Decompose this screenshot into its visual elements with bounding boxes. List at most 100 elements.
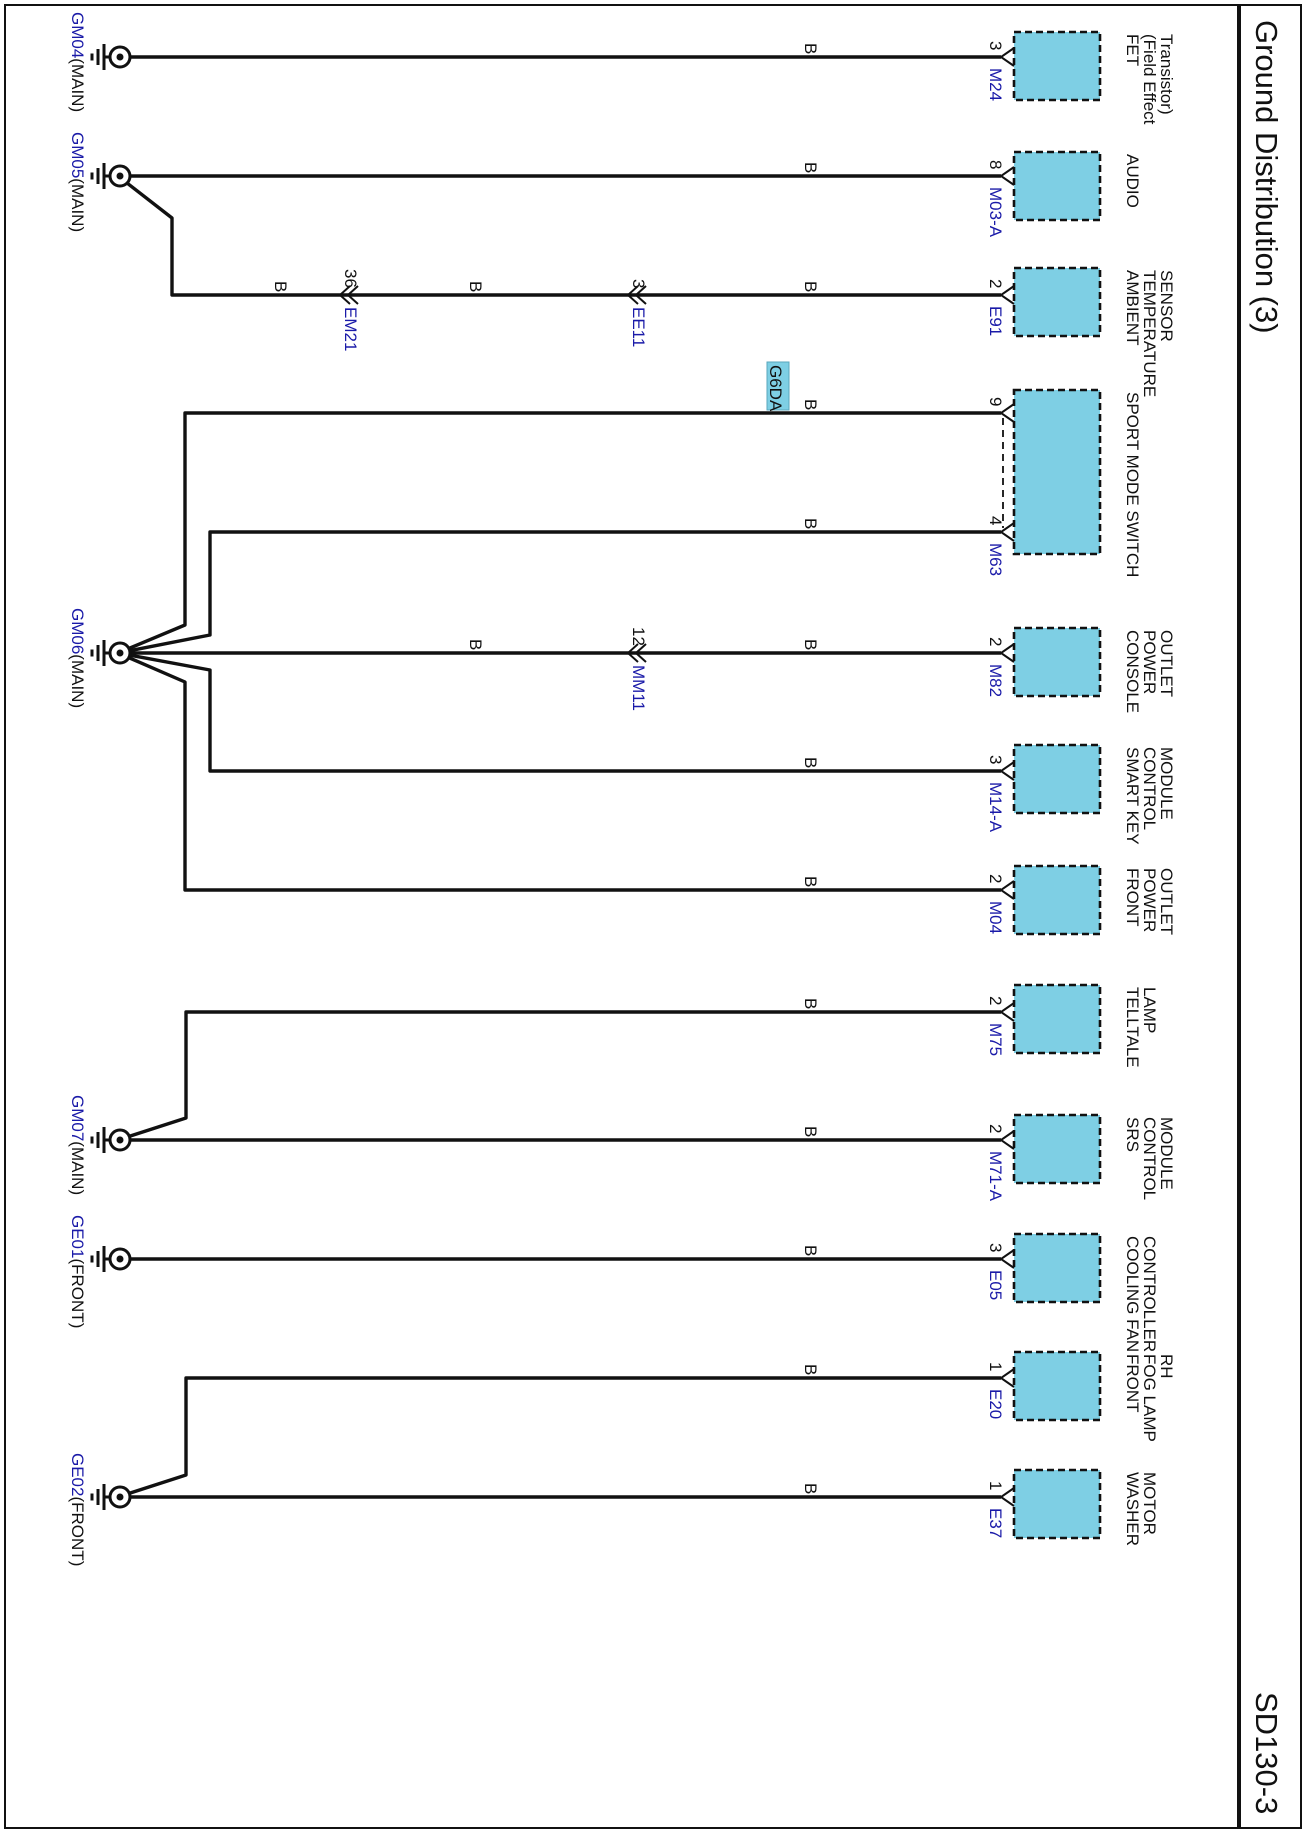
connector-mark-washer <box>999 1487 1015 1507</box>
connector-id-srs: M71-A <box>986 1151 1005 1202</box>
pin-number-sport: 9 <box>986 397 1005 406</box>
wire-color-label: B <box>801 162 820 173</box>
pin-number-smartkey: 3 <box>986 755 1005 764</box>
component-name-console: OUTLET <box>1157 630 1176 697</box>
wire-telltale <box>117 1010 1001 1142</box>
components-layer <box>338 30 1102 1540</box>
component-name-foglamp: FOG LAMP <box>1140 1354 1159 1442</box>
wire-color-label: B <box>801 518 820 529</box>
connector-id-foglamp: E20 <box>986 1389 1005 1419</box>
ground-code: GM04 <box>68 12 87 58</box>
wire-color-label: B <box>801 1126 820 1137</box>
component-box-telltale <box>1012 983 1102 1055</box>
connector-mark-frontpower <box>999 880 1015 900</box>
component-name-fet: Transistor) <box>1157 34 1176 115</box>
wire-color-label: B <box>801 399 820 410</box>
component-box-smartkey <box>1012 743 1102 815</box>
connector-id-ambient: E91 <box>986 306 1005 336</box>
ground-icon-gm05-dot <box>116 172 124 180</box>
component-name-srs: MODULE <box>1157 1117 1176 1190</box>
splice-tag: G6DA <box>766 365 785 412</box>
pin-number-srs: 2 <box>986 1124 1005 1133</box>
ground-location: (MAIN) <box>68 654 87 708</box>
ground-location: (MAIN) <box>68 1141 87 1195</box>
connector-mark-smartkey <box>999 761 1015 781</box>
wires-layer <box>116 55 1004 1499</box>
connector-id-frontpower: M04 <box>986 901 1005 934</box>
ground-icon-gm06-dot <box>116 649 124 657</box>
component-name-srs: CONTROL <box>1140 1117 1159 1200</box>
connector-mark-srs <box>999 1130 1015 1150</box>
wire-color-label: B <box>801 757 820 768</box>
connector-mark-coolingfan <box>999 1249 1015 1269</box>
ground-code: GM05 <box>68 132 87 178</box>
wire-ambient <box>116 174 1001 297</box>
inline-connector-mm11-b <box>626 643 639 663</box>
connector-mark-foglamp <box>999 1368 1015 1388</box>
ground-code: GE01 <box>68 1215 87 1258</box>
wire-color-label: B <box>801 1483 820 1494</box>
ground-icon-gm04-dot <box>116 53 124 61</box>
pin-number-audio: 8 <box>986 160 1005 169</box>
wire-sport4 <box>117 530 1001 655</box>
ground-label-gm05: GM05(MAIN) <box>68 132 87 232</box>
wire-color-label: B <box>801 43 820 54</box>
component-box-audio <box>1012 150 1102 222</box>
ground-label-gm06: GM06(MAIN) <box>68 608 87 708</box>
connector-id-telltale: M75 <box>986 1023 1005 1056</box>
component-name-ambient: SENSOR <box>1157 270 1176 342</box>
inline-connector-ee11-b <box>626 285 639 305</box>
inline-connector-ee11-a <box>634 285 647 305</box>
connector-id-sport: M63 <box>986 543 1005 576</box>
ground-location: (FRONT) <box>68 1258 87 1328</box>
component-name-washer: MOTOR <box>1140 1472 1159 1535</box>
component-name-coolingfan: CONTROLLER <box>1140 1236 1159 1352</box>
component-box-srs <box>1012 1113 1102 1185</box>
component-box-coolingfan <box>1012 1232 1102 1304</box>
component-name-foglamp: RH <box>1157 1354 1176 1379</box>
wire-smartkey <box>117 651 1001 773</box>
ground-icon-ge02-dot <box>116 1493 124 1501</box>
wire-color-label: B <box>801 998 820 1009</box>
component-box-console <box>1012 626 1102 698</box>
pin-number-telltale: 2 <box>986 996 1005 1005</box>
component-name-sport: SPORT MODE SWITCH <box>1123 392 1142 577</box>
connector-mark-ambient <box>999 285 1015 305</box>
component-box-fet <box>1012 30 1102 102</box>
component-box-sport <box>1012 388 1102 556</box>
wire-foglamp <box>117 1376 1001 1499</box>
ground-code: GM07 <box>68 1095 87 1141</box>
connector-mark-sport-9 <box>999 403 1015 423</box>
component-name-coolingfan: COOLING FAN <box>1123 1236 1142 1352</box>
component-box-foglamp <box>1012 1350 1102 1422</box>
ground-icon-gm07-dot <box>116 1136 124 1144</box>
connector-id-fet: M24 <box>986 68 1005 101</box>
component-name-ambient: AMBIENT <box>1123 270 1142 346</box>
connector-id-console: M82 <box>986 664 1005 697</box>
ground-location: (FRONT) <box>68 1496 87 1566</box>
component-name-smartkey: MODULE <box>1157 747 1176 820</box>
component-name-telltale: TELLTALE <box>1123 987 1142 1068</box>
ground-location: (MAIN) <box>68 58 87 112</box>
pin-number-sport: 4 <box>986 516 1005 525</box>
ground-label-ge02: GE02(FRONT) <box>68 1453 87 1566</box>
wire-color-label: B <box>801 876 820 887</box>
component-name-srs: SRS <box>1123 1117 1142 1152</box>
connector-id-washer: E37 <box>986 1508 1005 1538</box>
inline-connector-em21-b <box>338 285 351 305</box>
pin-number-foglamp: 1 <box>986 1362 1005 1371</box>
connector-mark-audio <box>999 166 1015 186</box>
inline-connector-em21-a <box>346 285 359 305</box>
connector-id-audio: M03-A <box>986 187 1005 238</box>
component-name-smartkey: SMART KEY <box>1123 747 1142 845</box>
component-name-washer: WASHER <box>1123 1472 1142 1546</box>
page-title: Ground Distribution (3) <box>1249 20 1284 334</box>
component-box-frontpower <box>1012 864 1102 936</box>
component-name-fet: FET <box>1123 34 1142 66</box>
component-name-smartkey: CONTROL <box>1140 747 1159 830</box>
inline-connector-id-ee11: EE11 <box>629 307 648 347</box>
inline-pin-mm11: 12 <box>629 627 648 646</box>
component-name-console: CONSOLE <box>1123 630 1142 713</box>
pin-number-coolingfan: 3 <box>986 1243 1005 1252</box>
component-name-frontpower: FRONT <box>1123 868 1142 927</box>
